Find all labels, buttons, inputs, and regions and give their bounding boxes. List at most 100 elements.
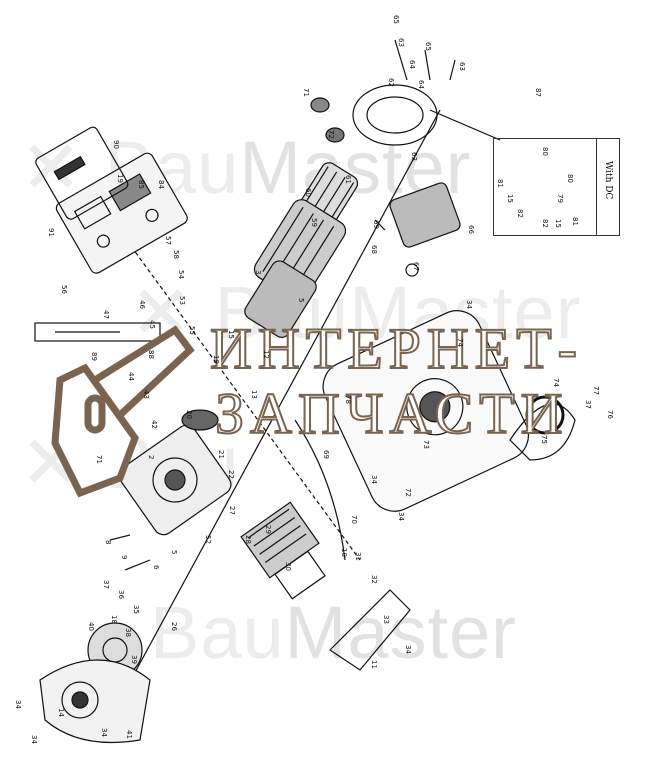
part-label: 31 bbox=[354, 552, 362, 561]
part-label: 28 bbox=[244, 535, 252, 544]
part-label: 81 bbox=[571, 217, 579, 226]
part-label: 26 bbox=[170, 622, 178, 631]
part-label: 11 bbox=[370, 660, 378, 669]
part-label: 64 bbox=[408, 60, 416, 69]
part-label: 85 bbox=[137, 180, 145, 189]
part-label: 84 bbox=[157, 180, 165, 189]
part-label: 61 bbox=[344, 175, 352, 184]
part-label: 64 bbox=[417, 80, 425, 89]
part-label: 42 bbox=[150, 420, 158, 429]
part-label: 71 bbox=[95, 455, 103, 464]
part-label: 71 bbox=[302, 88, 310, 97]
part-label: 38 bbox=[124, 628, 132, 637]
part-label: 34 bbox=[465, 300, 473, 309]
part-label: 74 bbox=[456, 338, 464, 347]
part-label: 81 bbox=[496, 179, 504, 188]
part-label: 44 bbox=[127, 372, 135, 381]
part-label: 22 bbox=[227, 470, 235, 479]
part-label: 72 bbox=[404, 488, 412, 497]
part-label: 12 bbox=[262, 350, 270, 359]
part-label: 34 bbox=[30, 735, 38, 744]
part-label: 65 bbox=[424, 42, 432, 51]
part-label: 2 bbox=[147, 455, 155, 460]
part-label: 74 bbox=[552, 378, 560, 387]
part-label: 69 bbox=[322, 450, 330, 459]
part-label: 6 bbox=[152, 565, 160, 570]
part-label: 79 bbox=[556, 194, 564, 203]
part-label: 19 bbox=[212, 355, 220, 364]
part-label: 13 bbox=[250, 390, 258, 399]
part-label: 80 bbox=[566, 174, 574, 183]
part-label: 46 bbox=[138, 300, 146, 309]
part-label: 47 bbox=[102, 310, 110, 319]
part-label: 56 bbox=[60, 285, 68, 294]
part-label: 77 bbox=[592, 386, 600, 395]
part-label: 63 bbox=[397, 38, 405, 47]
part-label: 32 bbox=[370, 575, 378, 584]
part-label: 69 bbox=[372, 220, 380, 229]
part-label: 9 bbox=[120, 555, 128, 560]
with-dc-inset: With DC 80 80 79 81 15 82 82 15 81 bbox=[493, 138, 620, 236]
part-label: 30 bbox=[284, 562, 292, 571]
part-label: 15 bbox=[227, 330, 235, 339]
watermark-brand: BauMaster bbox=[150, 591, 517, 674]
axis-line bbox=[119, 109, 441, 701]
part-label: 62 bbox=[387, 78, 395, 87]
part-label: 63 bbox=[458, 62, 466, 71]
part-label: 8 bbox=[104, 540, 112, 545]
part-label: 60 bbox=[304, 188, 312, 197]
part-label: 55 bbox=[188, 326, 196, 335]
part-label: 10 bbox=[340, 548, 348, 557]
part-label: 89 bbox=[90, 352, 98, 361]
part-label: 27 bbox=[228, 506, 236, 515]
part-label: 21 bbox=[217, 450, 225, 459]
part-label: 35 bbox=[132, 605, 140, 614]
part-label: 91 bbox=[47, 228, 55, 237]
part-label: 90 bbox=[112, 140, 120, 149]
part-label: 80 bbox=[541, 147, 549, 156]
part-label: 52 bbox=[204, 535, 212, 544]
part-label: 15 bbox=[506, 194, 514, 203]
part-label: 41 bbox=[125, 730, 133, 739]
part-label: 34 bbox=[100, 728, 108, 737]
part-label: 70 bbox=[350, 515, 358, 524]
part-label: 73 bbox=[422, 440, 430, 449]
part-label: 20 bbox=[185, 410, 193, 419]
part-label: 87 bbox=[534, 88, 542, 97]
part-label: 19 bbox=[116, 174, 124, 183]
part-label: 3 bbox=[254, 270, 262, 275]
part-label: 36 bbox=[117, 590, 125, 599]
part-label: 39 bbox=[130, 655, 138, 664]
part-label: 66 bbox=[467, 225, 475, 234]
part-label: 58 bbox=[172, 250, 180, 259]
part-label: 15 bbox=[554, 219, 562, 228]
part-label: 82 bbox=[541, 219, 549, 228]
part-label: 40 bbox=[87, 622, 95, 631]
part-label: 78 bbox=[344, 395, 352, 404]
end-cover bbox=[352, 84, 438, 146]
part-label: 5 bbox=[170, 550, 178, 555]
part-label: 54 bbox=[177, 270, 185, 279]
part-label: 68 bbox=[370, 245, 378, 254]
part-label: 14 bbox=[57, 708, 65, 717]
part-label: 34 bbox=[14, 700, 22, 709]
part-label: 67 bbox=[412, 262, 420, 271]
part-label: 63 bbox=[410, 152, 418, 161]
part-label: 59 bbox=[310, 218, 318, 227]
part-label: 82 bbox=[516, 209, 524, 218]
chainsaw-logo-icon bbox=[51, 325, 195, 498]
watermark-shop-line1: ИНТЕРНЕТ- bbox=[209, 315, 583, 382]
part-label: 75 bbox=[540, 435, 548, 444]
part-label: 45 bbox=[148, 320, 156, 329]
part-label: 88 bbox=[147, 350, 155, 359]
part-label: 34 bbox=[370, 475, 378, 484]
part-label: 34 bbox=[404, 645, 412, 654]
part-label: 33 bbox=[382, 615, 390, 624]
part-label: 65 bbox=[392, 15, 400, 24]
part-label: 18 bbox=[110, 615, 118, 624]
part-label: 57 bbox=[164, 236, 172, 245]
part-label: 37 bbox=[102, 580, 110, 589]
part-label: 72 bbox=[327, 130, 335, 139]
